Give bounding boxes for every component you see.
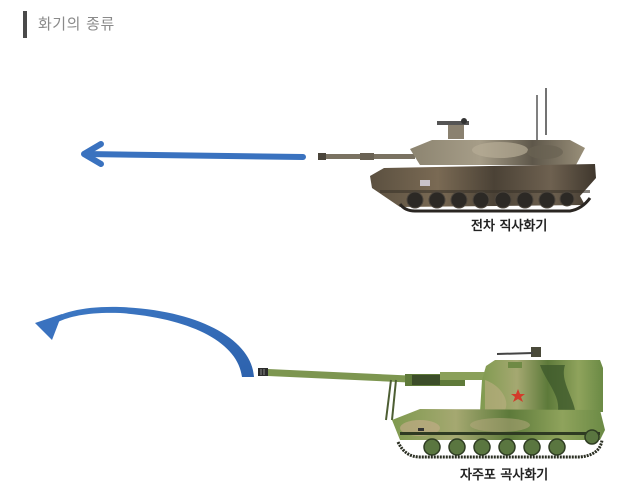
curved-arrow-icon <box>35 306 254 377</box>
self-propelled-howitzer-icon <box>258 347 605 459</box>
header-accent-bar <box>23 11 27 38</box>
howitzer-caption: 자주포 곡사화기 <box>460 468 549 483</box>
tank-caption: 전차 직사화기 <box>471 219 548 234</box>
straight-arrow-icon <box>81 141 306 167</box>
tank-icon <box>318 88 596 213</box>
page-title: 화기의 종류 <box>38 15 115 33</box>
